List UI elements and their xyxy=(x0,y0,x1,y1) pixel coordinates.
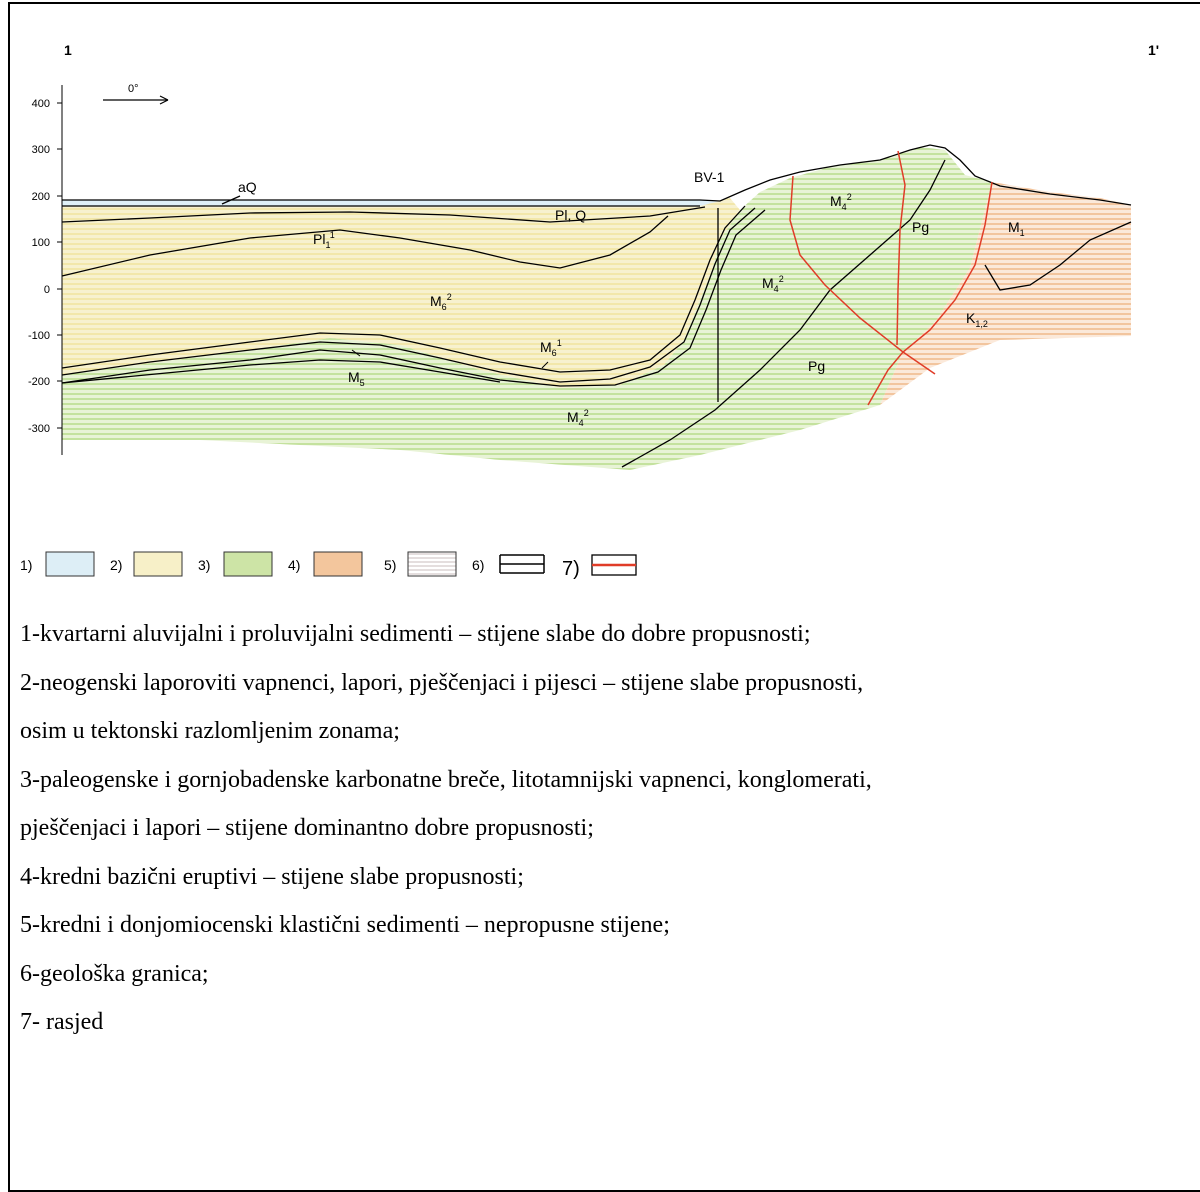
legend-key: 6) xyxy=(472,557,484,573)
legend-swatch-eruptives xyxy=(313,551,363,577)
label-m6-1: M61 xyxy=(540,338,562,358)
legend-swatch-clastics xyxy=(407,551,457,577)
legend-description: pješčenjaci i lapori – stijene dominantn… xyxy=(20,815,594,841)
y-tick-label: 0 xyxy=(44,284,50,296)
legend-key: 7) xyxy=(562,558,580,580)
paleogene-contact-line xyxy=(621,159,946,468)
ground-surface-line xyxy=(62,144,1132,206)
label-m6-2: M62 xyxy=(430,292,452,312)
legend-description: 2-neogenski laporoviti vapnenci, lapori,… xyxy=(20,669,864,696)
m6-base-upper-line xyxy=(61,205,746,373)
neogene-unit xyxy=(62,198,740,388)
y-tick-label: 200 xyxy=(32,191,50,203)
y-tick-label: 400 xyxy=(32,98,50,110)
pl1-base-line xyxy=(61,215,669,277)
geological-boundaries xyxy=(61,144,1132,468)
y-tick-label: -300 xyxy=(28,423,50,435)
label-pg-bottom: Pg xyxy=(808,358,825,374)
label-m4-2-bottom: M42 xyxy=(567,408,589,428)
legend-key: 5) xyxy=(384,557,396,573)
legend-swatch-neogene xyxy=(133,551,183,577)
legend-key: 3) xyxy=(198,557,210,573)
y-axis xyxy=(57,85,63,455)
legend-key: 2) xyxy=(110,557,122,573)
eruptives-unit xyxy=(880,182,1131,405)
quaternary-unit xyxy=(62,200,720,206)
legend-swatch-quaternary xyxy=(45,551,95,577)
m1-contact-line xyxy=(984,221,1132,291)
m6-base-middle-line xyxy=(61,207,756,383)
label-m4-2-top: M42 xyxy=(830,192,852,212)
label-m4-2-mid: M42 xyxy=(762,274,784,294)
m5-base-line xyxy=(61,209,766,387)
orientation-label: 0° xyxy=(128,83,139,95)
fault-line xyxy=(902,351,936,375)
label-bv1: BV-1 xyxy=(694,169,725,185)
legend-description: 6-geološka granica; xyxy=(20,960,209,987)
label-m5: M5 xyxy=(348,369,365,388)
fault-line xyxy=(896,150,906,346)
label-plq: Pl, Q xyxy=(555,207,586,223)
faults xyxy=(789,150,993,406)
legend-key: 1) xyxy=(20,557,32,573)
pliocene-boundary-line xyxy=(61,206,706,223)
label-pg-top: Pg xyxy=(912,219,929,235)
label-aq: aQ xyxy=(238,179,257,195)
y-tick-label: 100 xyxy=(32,237,50,249)
fault-line xyxy=(789,175,904,353)
legend-symbols: 1) 2) 3) 4) 5) 6) 7) xyxy=(20,551,637,580)
label-pl1: Pl11 xyxy=(313,230,335,250)
legend-description: 7- rasjed xyxy=(20,1009,104,1035)
legend-swatch-paleogene xyxy=(223,551,273,577)
section-start-label: 1 xyxy=(64,42,72,58)
y-tick-label: -200 xyxy=(28,376,50,388)
legend-description: 3-paleogenske i gornjobadenske karbonatn… xyxy=(20,766,872,793)
arrow-head-icon xyxy=(159,95,169,105)
m6-1-leader-line xyxy=(541,361,549,369)
orientation-arrow: 0° xyxy=(103,83,169,105)
legend-descriptions: 1-kvartarni aluvijalni i proluvijalni se… xyxy=(20,610,1180,1047)
section-end-label: 1' xyxy=(1148,42,1159,58)
m5-leader-line xyxy=(351,349,361,357)
label-k12: K1,2 xyxy=(966,310,988,329)
legend-swatch-fault xyxy=(591,554,637,576)
fault-line xyxy=(867,181,993,406)
y-tick-label: -100 xyxy=(28,330,50,342)
legend-description: 5-kredni i donjomiocenski klastični sedi… xyxy=(20,912,670,938)
m4-base-line xyxy=(61,359,501,384)
legend-description: osim u tektonski razlomljenim zonama; xyxy=(20,718,400,744)
legend-description: 4-kredni bazični eruptivi – stijene slab… xyxy=(20,863,524,890)
paleogene-unit xyxy=(62,147,992,470)
label-m1: M1 xyxy=(1008,219,1025,238)
aq-leader-line xyxy=(221,195,241,205)
legend-key: 4) xyxy=(288,557,300,573)
legend-description: 1-kvartarni aluvijalni i proluvijalni se… xyxy=(20,621,811,647)
y-tick-label: 300 xyxy=(32,144,50,156)
legend-swatch-boundary xyxy=(499,554,545,574)
